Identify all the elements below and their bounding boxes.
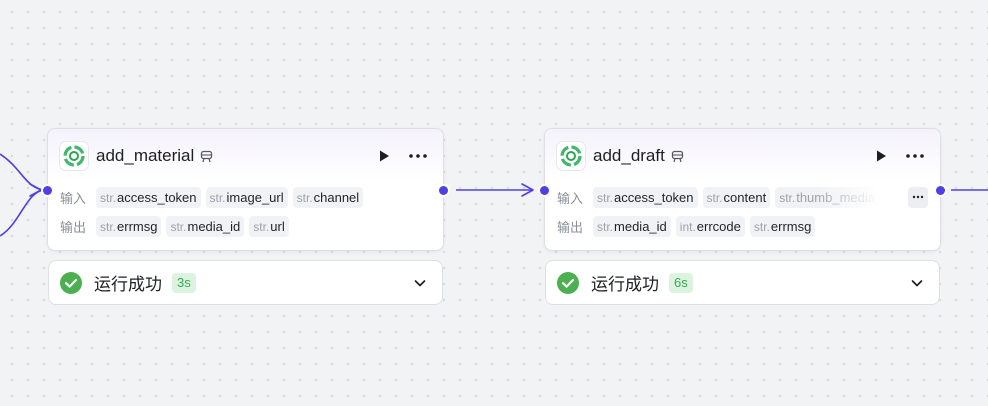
wechat-official-account-icon xyxy=(60,142,88,170)
more-options-button[interactable] xyxy=(904,145,926,167)
chevron-down-icon xyxy=(911,279,923,286)
param-name: errmsg xyxy=(770,218,812,234)
expand-status-button[interactable] xyxy=(907,273,927,293)
param-name: access_token xyxy=(117,189,197,205)
outputs-label: 输出 xyxy=(557,219,584,235)
output-param-chip[interactable]: str.media_id xyxy=(166,215,245,237)
expand-status-button[interactable] xyxy=(410,273,430,293)
param-type: str. xyxy=(209,190,226,205)
param-type: str. xyxy=(100,219,117,234)
input-param-chip[interactable]: str.content xyxy=(702,186,771,208)
node-header: add_draft xyxy=(557,141,928,171)
more-horizontal-icon xyxy=(912,195,924,199)
input-param-chip[interactable]: str.image_url xyxy=(205,186,288,208)
node-outputs-row: 输出 str.media_id int.errcode str.errmsg xyxy=(557,215,928,237)
output-param-chip[interactable]: str.url xyxy=(249,215,289,237)
play-icon xyxy=(877,150,886,162)
node-inputs-row: 输入 str.access_token str.image_url str.ch… xyxy=(60,186,431,208)
node-title: add_material xyxy=(96,146,195,165)
param-type: str. xyxy=(597,219,614,234)
node-inputs-row: 输入 str.access_token str.content str.thum… xyxy=(557,186,928,208)
param-name: errmsg xyxy=(117,218,158,234)
param-name: image_url xyxy=(226,189,284,205)
wechat-official-account-icon xyxy=(557,142,585,170)
inputs-label: 输入 xyxy=(60,190,87,206)
play-icon xyxy=(380,150,389,162)
chevron-down-icon xyxy=(414,279,426,286)
param-type: str. xyxy=(170,219,187,234)
output-param-chip[interactable]: str.errmsg xyxy=(749,215,816,237)
run-node-button[interactable] xyxy=(870,145,892,167)
param-type: str. xyxy=(296,190,313,205)
param-name: access_token xyxy=(614,189,694,205)
run-status-bar[interactable]: 运行成功 3s xyxy=(48,260,443,305)
outputs-label: 输出 xyxy=(60,219,87,235)
success-check-icon xyxy=(557,271,579,294)
param-name: content xyxy=(723,189,767,205)
param-name: media_id xyxy=(614,218,667,234)
edge-incoming-arrow-head xyxy=(29,183,42,197)
workflow-node-add-material[interactable]: add_material 输入 str.access_token str.ima… xyxy=(47,128,444,251)
inputs-label: 输入 xyxy=(557,190,584,206)
output-param-chip[interactable]: int.errcode xyxy=(675,215,745,237)
status-text: 运行成功 xyxy=(94,275,162,294)
param-type: str. xyxy=(100,190,117,205)
node-title: add_draft xyxy=(593,146,665,165)
more-horizontal-icon xyxy=(906,154,924,158)
param-name: url xyxy=(270,218,285,234)
run-node-button[interactable] xyxy=(373,145,395,167)
more-options-button[interactable] xyxy=(407,145,429,167)
status-text: 运行成功 xyxy=(591,275,659,294)
output-port[interactable] xyxy=(936,186,945,195)
input-param-chip[interactable]: str.access_token xyxy=(593,186,698,208)
input-param-chip[interactable]: str.channel xyxy=(292,186,364,208)
param-type: str. xyxy=(706,190,723,205)
success-check-icon xyxy=(60,271,82,294)
input-param-chip[interactable]: str.access_token xyxy=(96,186,201,208)
plugin-badge-icon xyxy=(671,149,685,163)
param-type: str. xyxy=(253,219,270,234)
run-status-bar[interactable]: 运行成功 6s xyxy=(545,260,940,305)
output-param-chip[interactable]: str.errmsg xyxy=(96,215,162,237)
workflow-node-add-draft[interactable]: add_draft 输入 str.access_token str.conten… xyxy=(544,128,941,251)
param-name: media_id xyxy=(187,218,241,234)
output-port[interactable] xyxy=(439,186,448,195)
edge-incoming-upper[interactable] xyxy=(0,153,47,191)
edge-incoming-lower[interactable] xyxy=(0,189,47,237)
more-horizontal-icon xyxy=(409,154,427,158)
node-outputs-row: 输出 str.errmsg str.media_id str.url xyxy=(60,215,431,237)
duration-badge: 3s xyxy=(172,272,196,293)
more-params-button[interactable] xyxy=(908,186,928,208)
param-name: channel xyxy=(313,189,360,205)
input-port[interactable] xyxy=(43,186,52,195)
input-param-chip[interactable]: str.thumb_media_id xyxy=(775,186,880,208)
param-name: thumb_media_id xyxy=(796,189,879,205)
edge-arrow-head xyxy=(521,183,534,197)
node-header: add_material xyxy=(60,141,431,171)
param-type: str. xyxy=(597,190,614,205)
param-type: str. xyxy=(753,219,770,234)
plugin-badge-icon xyxy=(200,149,214,163)
param-name: errcode xyxy=(696,218,741,234)
duration-badge: 6s xyxy=(669,272,693,293)
param-type: str. xyxy=(779,190,796,205)
param-type: int. xyxy=(679,219,696,234)
input-port[interactable] xyxy=(540,186,549,195)
output-param-chip[interactable]: str.media_id xyxy=(593,215,671,237)
